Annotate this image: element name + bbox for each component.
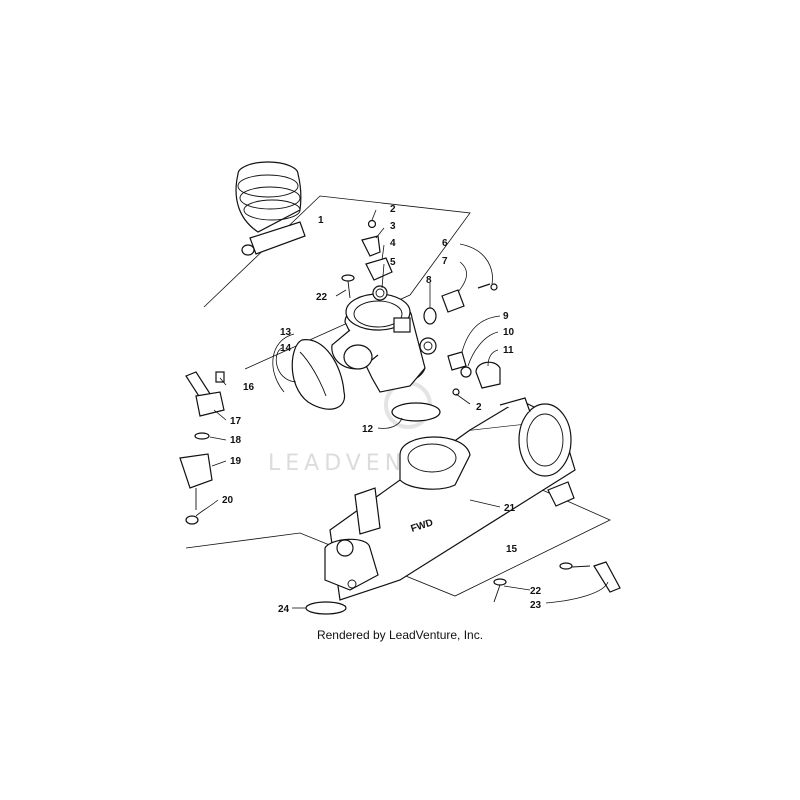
leader-lines	[195, 209, 609, 609]
callout-22-upper: 22	[316, 292, 328, 303]
bolt-22-upper	[341, 274, 355, 299]
o-ring-12	[391, 402, 441, 422]
callout-18: 18	[230, 435, 242, 446]
intake-manifold: FWD	[324, 397, 576, 601]
callout-22-lower: 22	[530, 586, 542, 597]
callout-23: 23	[530, 600, 542, 611]
callout-6: 6	[442, 238, 448, 249]
callout-13: 13	[280, 327, 292, 338]
callout-17: 17	[230, 416, 242, 427]
callout-labels: 1 2 3 4 5 6 7 8 22 9 10 11 13 14 16 2 12…	[222, 204, 542, 615]
callout-15: 15	[506, 544, 518, 555]
render-credit: Rendered by LeadVenture, Inc.	[316, 628, 484, 642]
callout-24: 24	[278, 604, 290, 615]
callout-9: 9	[503, 311, 509, 322]
callout-3: 3	[390, 221, 396, 232]
callout-2-lower: 2	[476, 402, 482, 413]
callout-4: 4	[390, 238, 396, 249]
callout-5: 5	[390, 257, 396, 268]
intake-boot	[235, 161, 306, 256]
lower-hardware	[493, 561, 621, 603]
callout-2-top: 2	[390, 204, 396, 215]
throttle-cover	[291, 339, 346, 410]
callout-20: 20	[222, 495, 234, 506]
callout-21: 21	[504, 503, 516, 514]
callout-14: 14	[280, 343, 292, 354]
small-parts-top	[361, 219, 498, 325]
o-ring-24	[305, 601, 347, 615]
callout-11: 11	[503, 345, 514, 356]
callout-1: 1	[318, 215, 324, 226]
callout-19: 19	[230, 456, 242, 467]
callout-8: 8	[426, 275, 432, 286]
callout-7: 7	[442, 256, 448, 267]
callout-12: 12	[362, 424, 374, 435]
callout-10: 10	[503, 327, 515, 338]
throttle-body	[331, 293, 437, 393]
callout-16: 16	[243, 382, 255, 393]
sensor-parts	[447, 351, 501, 396]
injector-parts	[179, 371, 225, 525]
